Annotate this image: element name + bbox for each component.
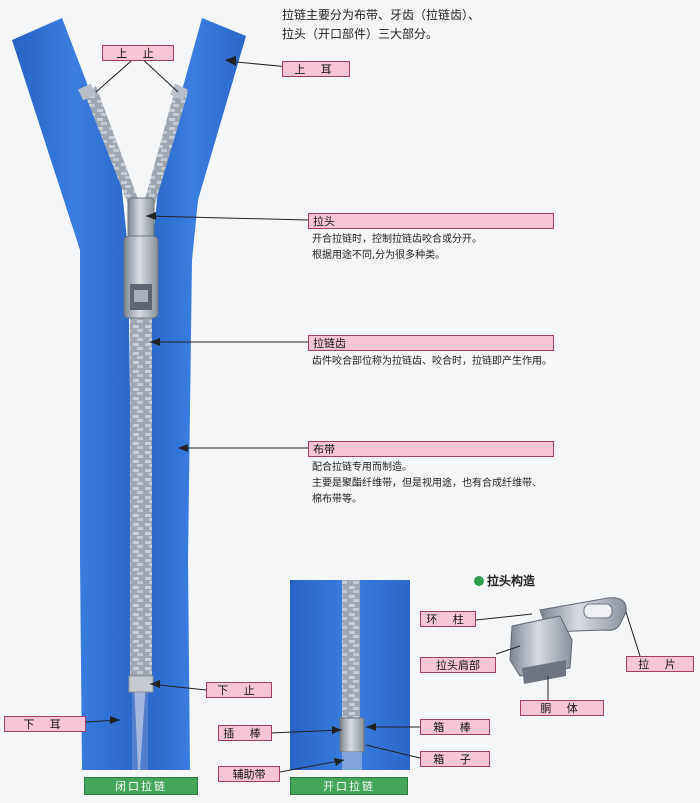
label-pull-tab: 拉 片 xyxy=(626,656,694,672)
label-ring: 环 柱 xyxy=(420,611,476,627)
caption-open-zipper: 开口拉链 xyxy=(290,777,408,795)
desc-teeth-1: 齿件咬合部位称为拉链齿、咬合时，拉链即产生作用。 xyxy=(312,356,552,367)
desc-slider-2: 根据用途不同,分为很多种类。 xyxy=(312,250,446,261)
left-upper-teeth xyxy=(84,86,142,214)
desc-slider-1: 开合拉链时，控制拉链齿咬合或分开。 xyxy=(312,234,482,245)
top-stop-left xyxy=(78,83,96,101)
label-pin: 插 棒 xyxy=(218,725,272,741)
slider-body-shape xyxy=(509,615,573,677)
label-aux-tape: 辅助带 xyxy=(218,766,280,782)
closed-slider xyxy=(123,197,159,319)
open-aux-tape xyxy=(342,752,362,770)
top-stop-right xyxy=(170,83,188,101)
closed-zipper xyxy=(12,18,246,770)
label-body: 胴 体 xyxy=(520,700,604,716)
intro-line-2: 拉头（开口部件）三大部分。 xyxy=(282,27,439,41)
label-shoulder: 拉头肩部 xyxy=(420,657,496,673)
desc-tape-3: 棉布带等。 xyxy=(312,494,362,505)
label-box-pin: 箱 棒 xyxy=(420,719,490,735)
bottom-stop-mark xyxy=(128,675,154,693)
caption-closed-zipper: 闭口拉链 xyxy=(84,777,198,795)
right-tape xyxy=(140,18,246,770)
closed-chain xyxy=(130,310,152,680)
slider-structure-illustration xyxy=(509,597,627,684)
slider-structure-title: 拉头构造 xyxy=(474,572,535,589)
label-box: 箱 子 xyxy=(420,751,490,767)
label-slider: 拉头 xyxy=(308,213,554,229)
open-zipper xyxy=(290,580,410,770)
label-tape: 布带 xyxy=(308,441,554,457)
desc-tape-2: 主要是聚酯纤维带，但是视用途，也有合成纤维带、 xyxy=(312,478,542,489)
label-teeth: 拉链齿 xyxy=(308,335,554,351)
intro-line-1: 拉链主要分为布带、牙齿（拉链齿）、 xyxy=(282,8,481,22)
open-chain xyxy=(342,580,360,730)
label-top-ear: 上 耳 xyxy=(282,61,350,77)
green-dot-icon xyxy=(474,576,484,586)
open-box xyxy=(339,717,365,753)
slider-structure-title-text: 拉头构造 xyxy=(487,574,536,588)
label-bottom-ear: 下 耳 xyxy=(4,716,86,732)
left-tape xyxy=(12,18,138,770)
desc-tape-1: 配合拉链专用而制造。 xyxy=(312,462,412,473)
label-bottom-stop: 下 止 xyxy=(206,682,272,698)
right-upper-teeth xyxy=(142,86,188,214)
arrow-heads xyxy=(110,56,376,766)
closed-chain-lower xyxy=(132,690,148,770)
label-top-stop: 上 止 xyxy=(102,45,174,61)
